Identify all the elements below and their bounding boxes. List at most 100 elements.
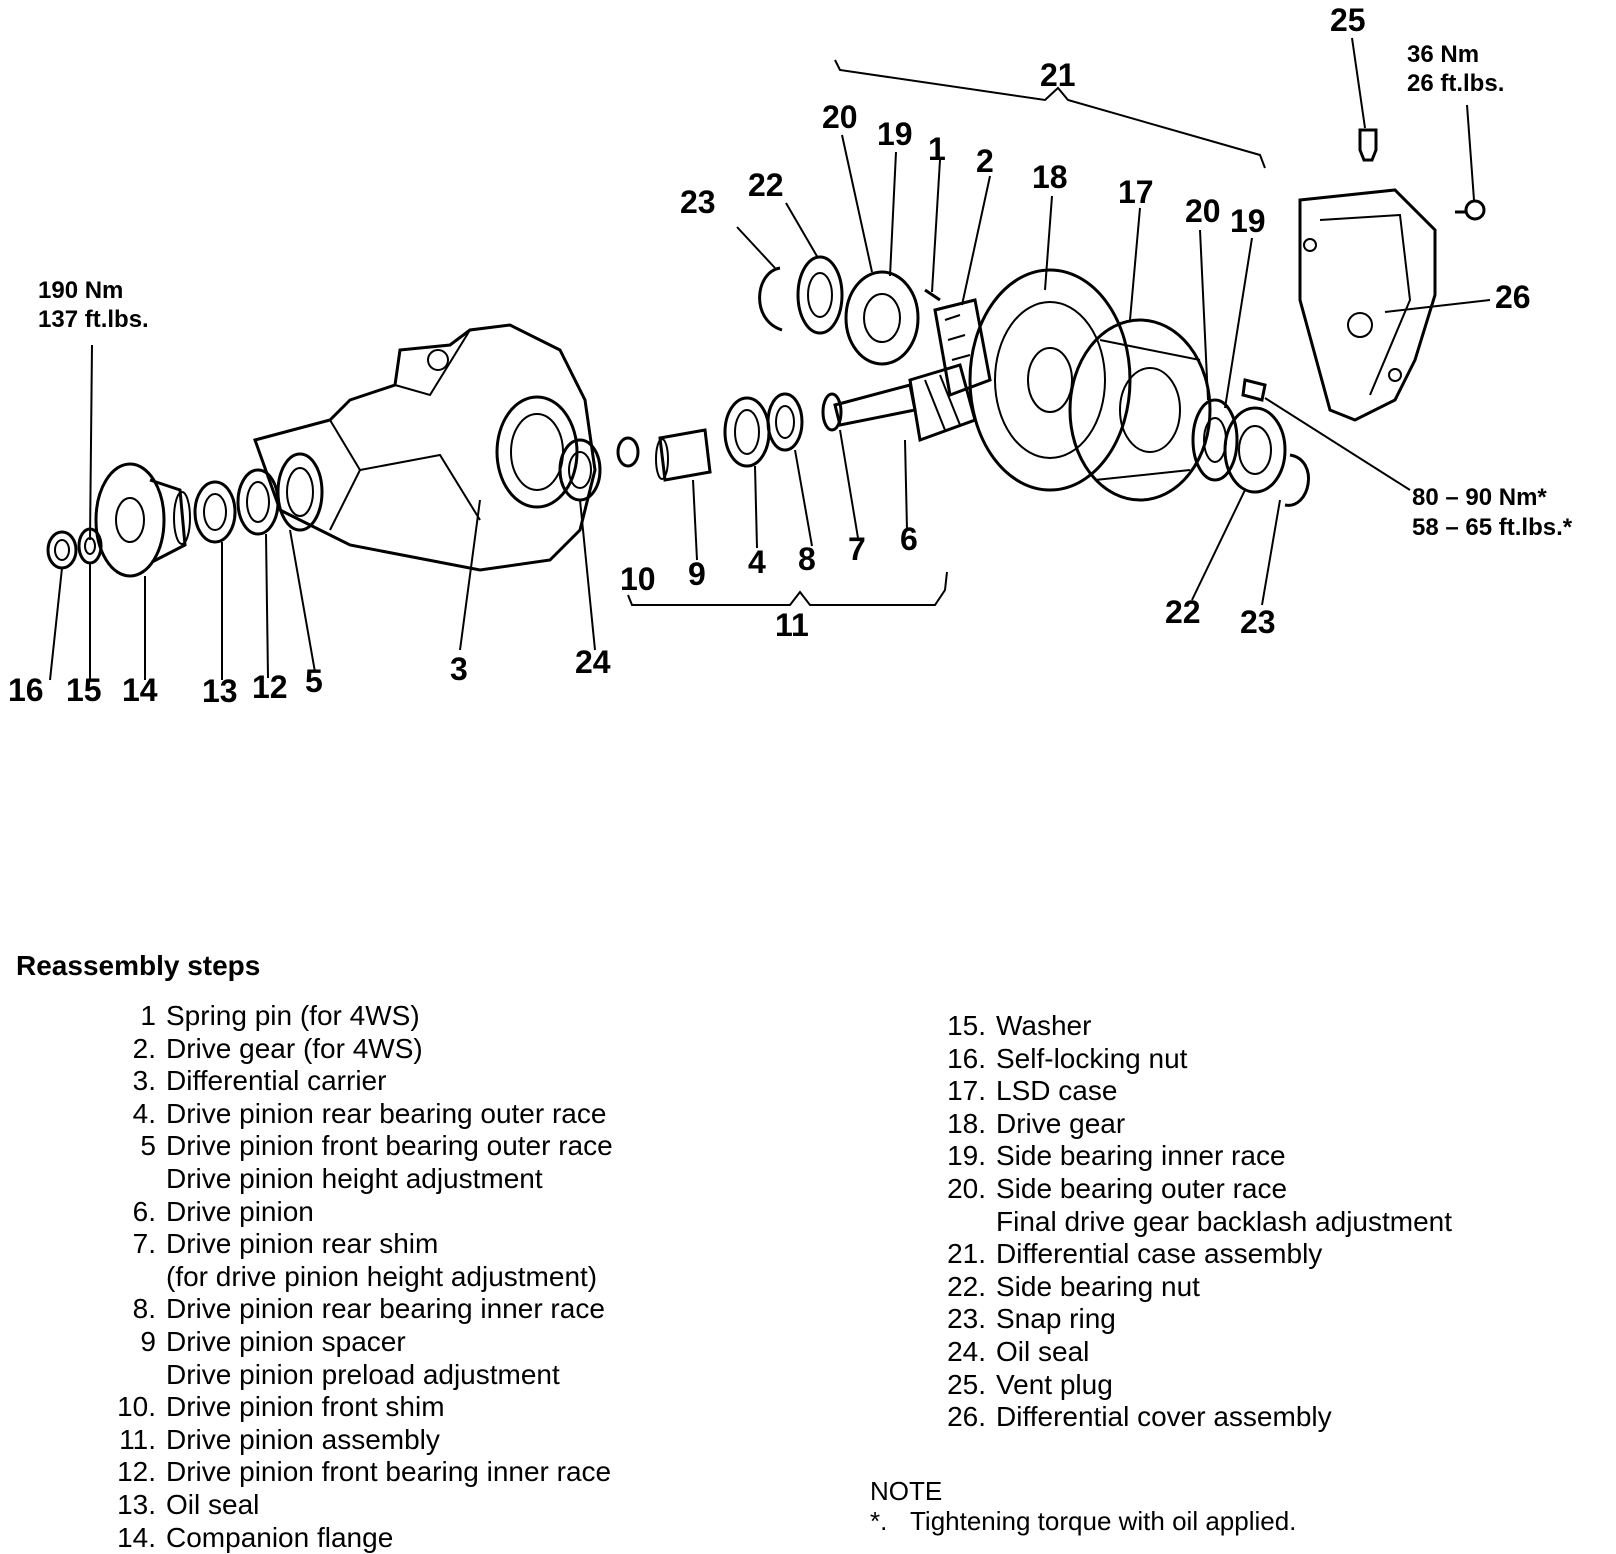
step-item: 2.Drive gear (for 4WS) <box>100 1033 613 1066</box>
step-number: 7. <box>132 1228 156 1260</box>
step-text: Drive pinion height adjustment <box>166 1162 543 1194</box>
pinion-spacer-drawing <box>655 428 712 482</box>
step-number <box>100 1163 166 1196</box>
note-block: NOTE *. Tightening torque with oil appli… <box>870 1476 1296 1536</box>
leader-lines <box>49 37 1491 681</box>
cover-bolt-drawing <box>1241 378 1267 402</box>
step-subnote: (for drive pinion height adjustment) <box>100 1261 613 1294</box>
step-text: Drive pinion rear bearing outer race <box>166 1097 607 1129</box>
note-asterisk: *. <box>870 1506 888 1536</box>
step-text: Differential case assembly <box>996 1238 1323 1270</box>
callout-19-top: 19 <box>877 116 913 152</box>
step-number: 12. <box>117 1456 156 1488</box>
note-text: Tightening torque with oil applied. <box>910 1506 1297 1536</box>
step-text: Drive pinion rear bearing inner race <box>166 1293 605 1325</box>
step-number: 25. <box>947 1368 986 1400</box>
rear-bearing-inner-race-drawing <box>766 392 804 452</box>
side-bearing-left-drawing <box>844 270 920 366</box>
step-item: 10.Drive pinion front shim <box>100 1391 613 1424</box>
callout-24: 24 <box>575 644 611 680</box>
callout-5: 5 <box>305 663 323 699</box>
step-text: Snap ring <box>996 1303 1116 1335</box>
step-number: 22. <box>947 1270 986 1302</box>
step-item: 23. Snap ring <box>930 1303 1452 1336</box>
step-subnote: Drive pinion preload adjustment <box>100 1359 613 1392</box>
step-item: 4.Drive pinion rear bearing outer race <box>100 1098 613 1131</box>
rear-bearing-outer-race-drawing <box>723 396 771 468</box>
callout-11: 11 <box>775 607 809 643</box>
callout-26: 26 <box>1495 279 1531 315</box>
step-item: 8.Drive pinion rear bearing inner race <box>100 1293 613 1326</box>
callout-25: 25 <box>1330 2 1366 38</box>
torque-vent-plug-nm: 36 Nm <box>1407 41 1479 68</box>
lsd-case-drawing <box>1068 318 1212 502</box>
step-text: Self-locking nut <box>996 1042 1188 1074</box>
step-number: 3. <box>132 1065 156 1097</box>
step-text: Differential carrier <box>166 1065 387 1097</box>
step-number: 13. <box>117 1488 156 1520</box>
snap-ring-left-drawing <box>758 266 783 332</box>
front-bearing-inner-race-drawing <box>236 468 280 536</box>
torque-vent-plug-ftlbs: 26 ft.lbs. <box>1407 70 1504 97</box>
step-item: 24.Oil seal <box>930 1336 1452 1369</box>
callout-6: 6 <box>900 521 918 557</box>
step-item: 16.Self-locking nut <box>930 1043 1452 1076</box>
step-text: Spring pin (for 4WS) <box>166 1000 420 1031</box>
differential-cover-drawing <box>1298 188 1437 422</box>
callout-20-right: 20 <box>1185 193 1221 229</box>
callout-12: 12 <box>252 669 288 705</box>
step-item: 14.Companion flange <box>100 1522 613 1554</box>
torque-cover-bolt-ftlbs: 58 – 65 ft.lbs.* <box>1412 514 1573 541</box>
step-item: 20.Side bearing outer race <box>930 1173 1452 1206</box>
callout-labels: 16 15 14 13 12 5 3 24 10 9 4 8 7 6 11 23… <box>8 2 1531 709</box>
step-item: 18.Drive gear <box>930 1108 1452 1141</box>
differential-carrier-drawing <box>253 323 597 572</box>
callout-23-top: 23 <box>680 184 716 220</box>
exploded-view-diagram: 16 15 14 13 12 5 3 24 10 9 4 8 7 6 11 23… <box>8 2 1573 709</box>
callout-20-top: 20 <box>822 99 858 135</box>
step-number: 23. <box>947 1303 986 1335</box>
step-text: Washer <box>996 1010 1092 1041</box>
self-locking-nut-drawing <box>46 530 78 570</box>
step-text: Side bearing nut <box>996 1270 1200 1302</box>
step-item: 3. Differential carrier <box>100 1065 613 1098</box>
step-text: Side bearing outer race <box>996 1172 1288 1204</box>
callout-13: 13 <box>202 673 238 709</box>
step-item: 6.Drive pinion <box>100 1196 613 1229</box>
step-text: Side bearing inner race <box>996 1140 1286 1172</box>
step-number: 17. <box>947 1075 986 1107</box>
callout-15: 15 <box>66 672 102 708</box>
step-text: Final drive gear backlash adjustment <box>996 1205 1453 1237</box>
step-item: 15.Washer <box>930 1010 1452 1043</box>
callout-17: 17 <box>1118 174 1154 210</box>
step-text: Differential cover assembly <box>996 1401 1332 1433</box>
front-bearing-outer-race-drawing <box>276 452 324 532</box>
side-bearing-nut-right-drawing <box>1223 406 1287 494</box>
step-number: 11. <box>119 1423 156 1455</box>
step-number <box>930 1206 996 1239</box>
reassembly-steps-title: Reassembly steps <box>16 950 261 981</box>
step-number: 26. <box>947 1401 986 1433</box>
step-subnote: Drive pinion height adjustment <box>100 1163 613 1196</box>
step-item: 11. Drive pinion assembly <box>100 1424 613 1457</box>
step-text: Drive pinion front bearing inner race <box>166 1456 612 1488</box>
snap-ring-right-drawing <box>1284 453 1310 507</box>
callout-3: 3 <box>450 651 468 687</box>
callout-7: 7 <box>848 531 866 567</box>
step-text: Drive pinion assembly <box>166 1423 440 1455</box>
step-text: Drive pinion preload adjustment <box>166 1358 560 1390</box>
step-item: 12. Drive pinion front bearing inner race <box>100 1456 613 1489</box>
side-bearing-nut-left-drawing <box>796 255 844 335</box>
step-text: Drive pinion spacer <box>166 1325 406 1357</box>
callout-8: 8 <box>798 541 816 577</box>
step-item: 19.Side bearing inner race <box>930 1140 1452 1173</box>
step-item: 22. Side bearing nut <box>930 1271 1452 1304</box>
step-item: 26. Differential cover assembly <box>930 1401 1452 1434</box>
step-number: 24. <box>947 1335 986 1367</box>
step-number <box>100 1261 166 1294</box>
callout-16: 16 <box>8 672 44 708</box>
step-text: Drive pinion front bearing outer race <box>166 1130 613 1162</box>
step-number: 9 <box>140 1325 156 1357</box>
